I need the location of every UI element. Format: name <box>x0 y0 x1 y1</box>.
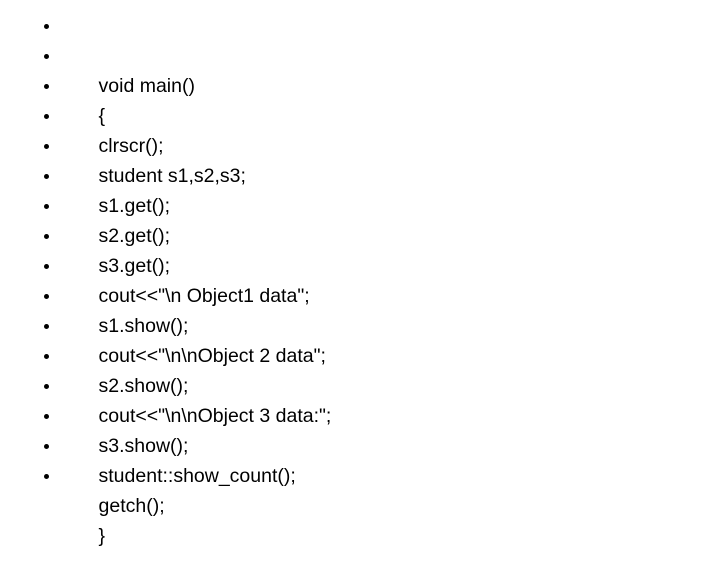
bullet-dot-icon <box>44 84 49 89</box>
bullet-dot-icon <box>44 54 49 59</box>
code-line-text: void main() <box>98 75 195 97</box>
bullet-dot-icon <box>44 264 49 269</box>
bullet-dot-icon <box>44 204 49 209</box>
code-bullet-list: void main() { clrscr(); student s1,s2,s3… <box>0 11 720 547</box>
code-line-text: s1.show(); <box>98 315 189 337</box>
list-item: cout<<"\n\nObject 2 data"; <box>0 281 720 367</box>
bullet-dot-icon <box>44 144 49 149</box>
code-line-text: } <box>98 525 106 547</box>
bullet-dot-icon <box>44 414 49 419</box>
list-item: } <box>0 461 720 547</box>
code-line-text: s2.show(); <box>98 375 189 397</box>
code-line-text: s2.get(); <box>98 225 171 247</box>
list-item: { <box>0 41 720 127</box>
bullet-dot-icon <box>44 114 49 119</box>
bullet-dot-icon <box>44 234 49 239</box>
list-item: s3.show(); <box>0 371 720 457</box>
list-item: s2.show(); <box>0 311 720 397</box>
bullet-dot-icon <box>44 294 49 299</box>
list-item: student::show_count(); <box>0 401 720 487</box>
list-item: student s1,s2,s3; <box>0 101 720 187</box>
bullet-dot-icon <box>44 384 49 389</box>
bullet-dot-icon <box>44 324 49 329</box>
code-line-text: { <box>98 105 106 127</box>
code-line-text: clrscr(); <box>98 135 164 157</box>
code-line-text: cout<<"\n\nObject 2 data"; <box>98 345 326 367</box>
code-line-text: s1.get(); <box>98 195 171 217</box>
bullet-dot-icon <box>44 354 49 359</box>
bullet-dot-icon <box>44 174 49 179</box>
list-item: s2.get(); <box>0 161 720 247</box>
list-item: void main() <box>0 11 720 97</box>
code-line-text: cout<<"\n\nObject 3 data:"; <box>98 405 332 427</box>
code-line-text: getch(); <box>98 495 165 517</box>
list-item: cout<<"\n\nObject 3 data:"; <box>0 341 720 427</box>
list-item: s3.get(); <box>0 191 720 277</box>
code-line-text: student s1,s2,s3; <box>98 165 246 187</box>
code-line-text: s3.get(); <box>98 255 171 277</box>
code-line-text: s3.show(); <box>98 435 189 457</box>
list-item: cout<<"\n Object1 data"; <box>0 221 720 307</box>
bullet-dot-icon <box>44 24 49 29</box>
list-item: s1.show(); <box>0 251 720 337</box>
list-item: getch(); <box>0 431 720 517</box>
code-line-text: student::show_count(); <box>98 465 296 487</box>
bullet-dot-icon <box>44 444 49 449</box>
list-item: s1.get(); <box>0 131 720 217</box>
list-item: clrscr(); <box>0 71 720 157</box>
slide-canvas: void main() { clrscr(); student s1,s2,s3… <box>0 11 720 547</box>
code-line-text: cout<<"\n Object1 data"; <box>98 285 310 307</box>
bullet-dot-icon <box>44 474 49 479</box>
